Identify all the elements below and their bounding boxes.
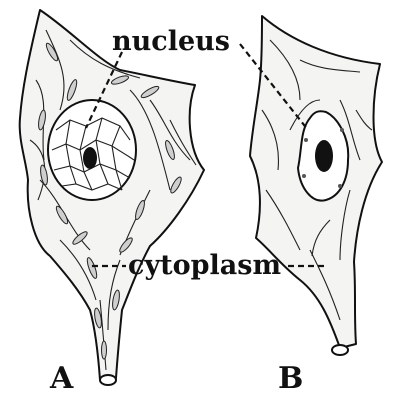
cell-a-nucleus bbox=[48, 100, 136, 200]
nucleus-label: nucleus bbox=[112, 26, 230, 57]
cell-a-nucleolus bbox=[83, 147, 97, 169]
cell-a-label: A bbox=[49, 361, 74, 394]
cell-a-stalk-end bbox=[100, 375, 116, 385]
cell-b-nucleolus bbox=[315, 140, 333, 172]
cell-b-stalk-end bbox=[332, 345, 348, 355]
cell-b bbox=[250, 16, 382, 355]
cytoplasm-label: cytoplasm bbox=[128, 250, 281, 281]
cell-a bbox=[20, 10, 204, 385]
cell-b-label: B bbox=[278, 361, 303, 394]
